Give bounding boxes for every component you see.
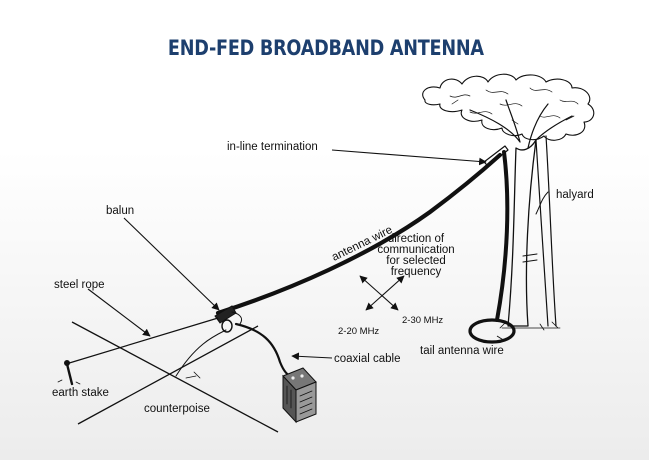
label-direction-2: communication [377,244,454,256]
label-in-line-termination: in-line termination [227,141,318,153]
halyard-leader [535,191,549,215]
direction-arrows [359,275,405,311]
antenna-wire [215,152,503,316]
tail-antenna-loop [468,318,516,344]
label-counterpoise: counterpoise [144,403,210,415]
label-steel-rope: steel rope [54,279,105,291]
tree [422,73,595,331]
label-direction-4: frequency [391,266,442,278]
label-direction-3: for selected [386,255,445,267]
label-tail-antenna-wire: tail antenna wire [420,345,504,357]
transceiver [282,367,317,424]
earth-stake-shape [57,360,81,386]
label-balun: balun [106,205,134,217]
diagram-title: END-FED BROADBAND ANTENNA [167,36,484,60]
coaxial-cable [234,322,294,378]
counterpoise-wires [71,321,279,433]
balun [214,305,243,333]
label-halyard: halyard [556,189,594,201]
label-2-20-mhz: 2-20 MHz [338,326,379,337]
steel-rope [65,317,219,365]
label-earth-stake: earth stake [52,387,109,399]
leader-lines [87,149,506,361]
tail-antenna-wire [495,150,510,322]
label-coaxial-cable: coaxial cable [334,353,400,365]
label-2-30-mhz: 2-30 MHz [402,315,443,326]
label-direction-1: direction of [388,233,445,245]
